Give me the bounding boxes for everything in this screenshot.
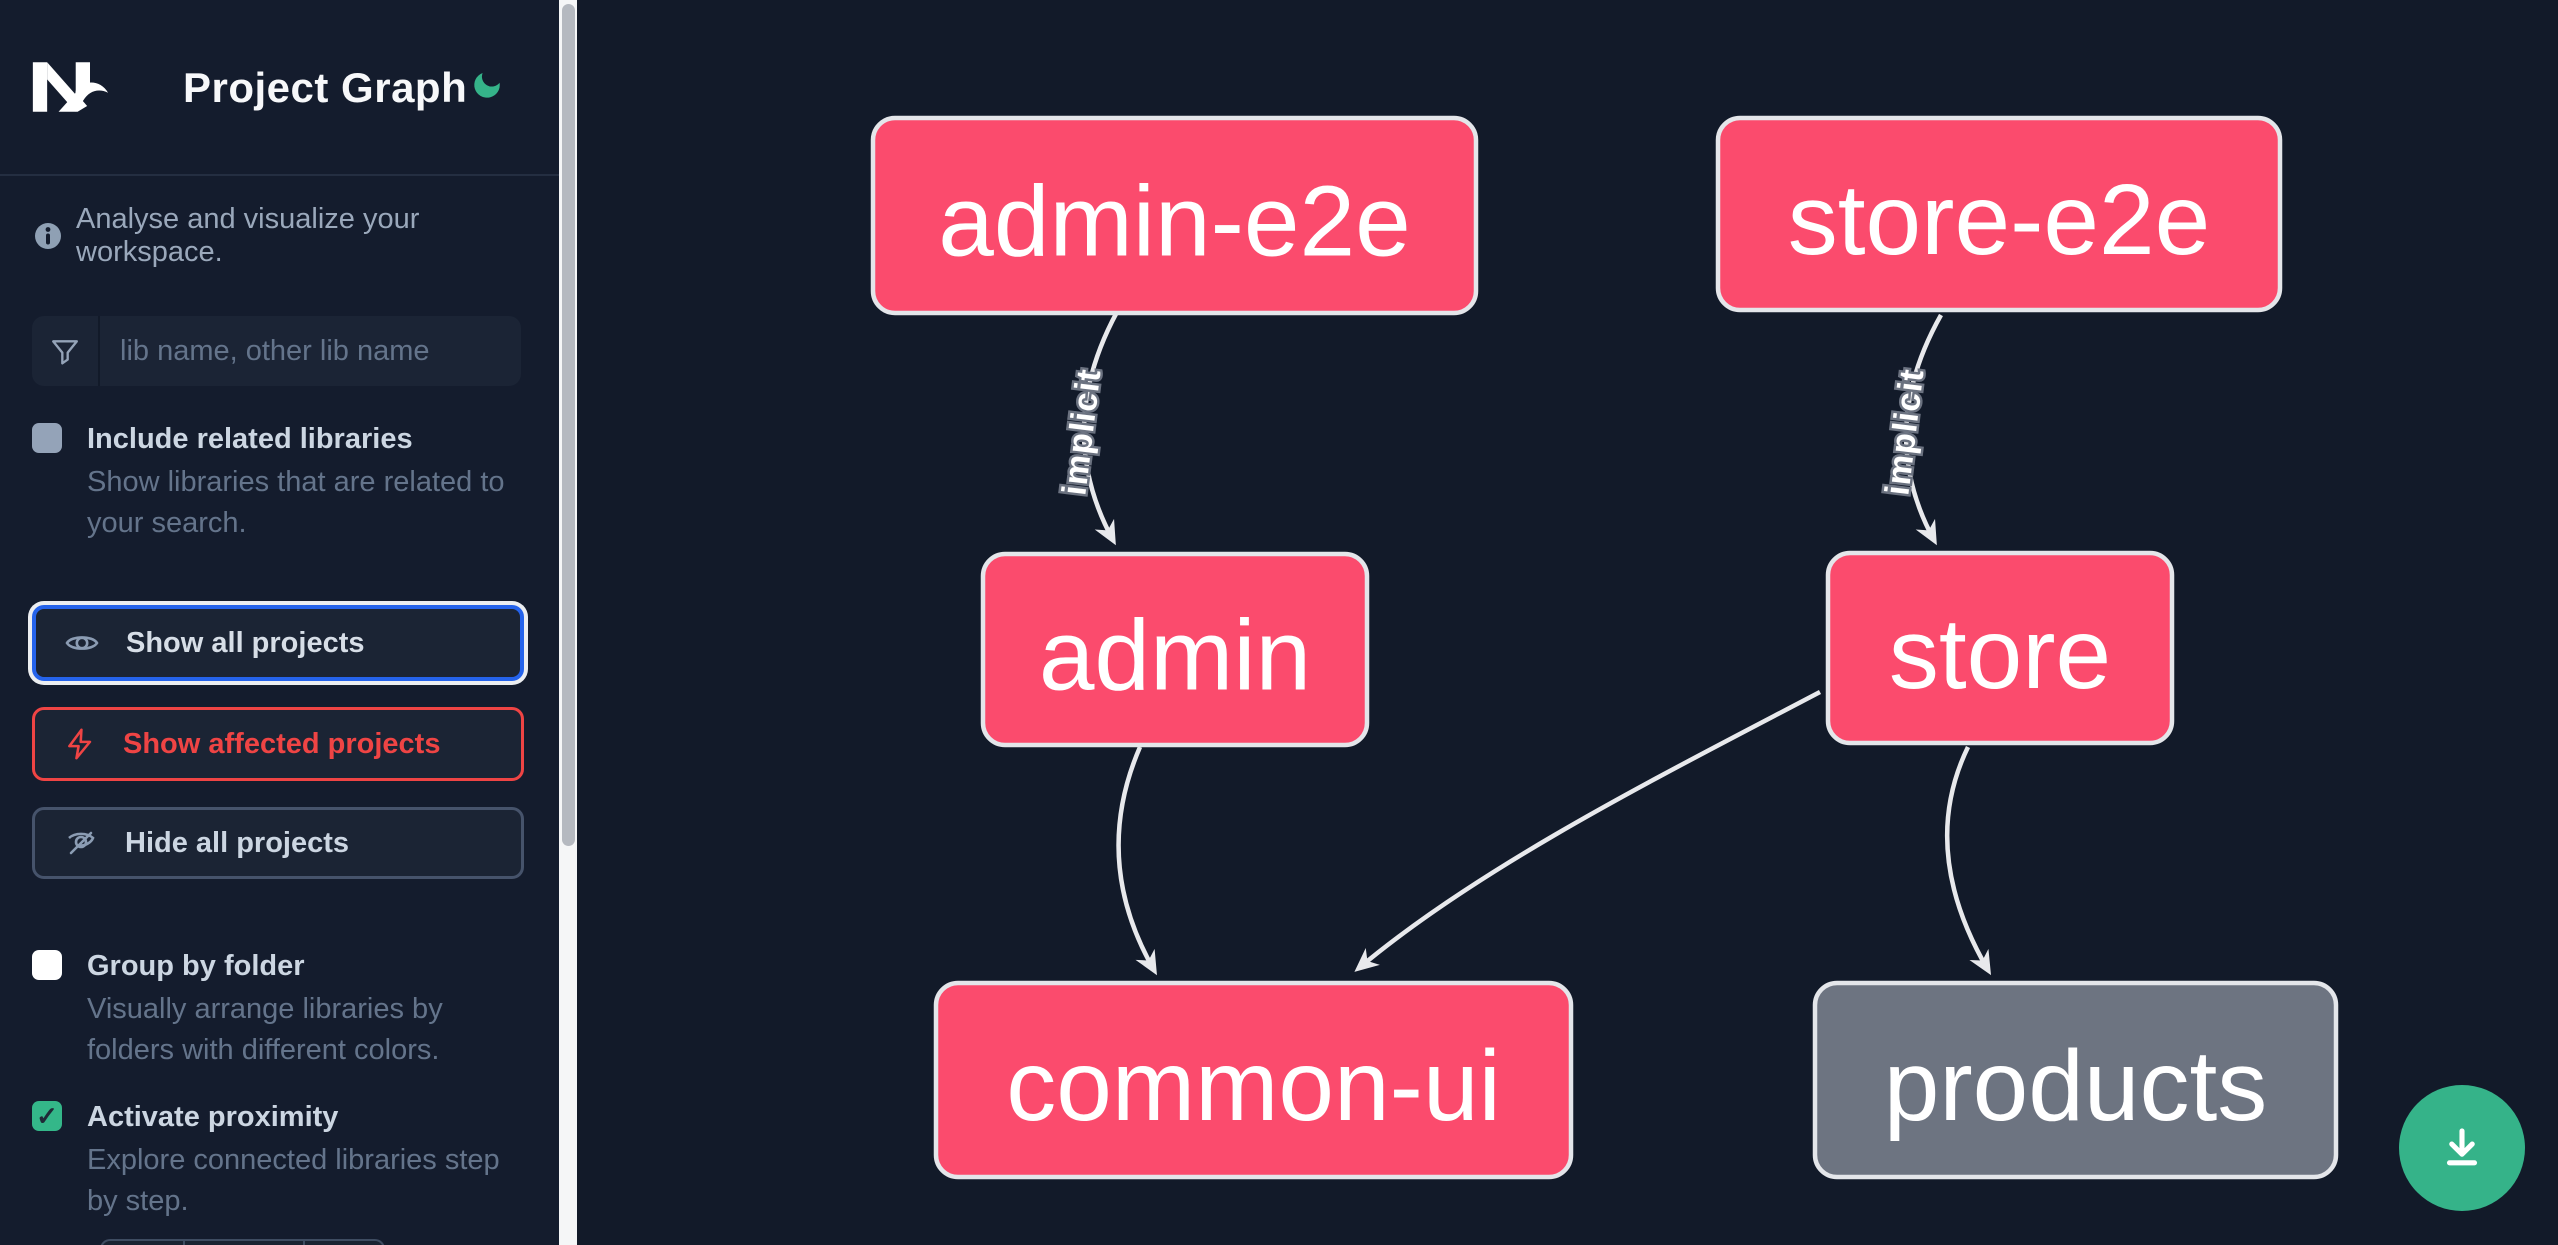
graph-canvas[interactable]: implicit implicit admin-e2e store-e2e admin s… [577,0,2558,1245]
edge-store-common-ui [1354,690,1822,972]
node-store-e2e[interactable]: store-e2e [1715,115,2283,313]
toggle-activate-proximity[interactable]: ✓ Activate proximity Explore connected l… [32,1098,524,1222]
sidebar: Project Graph Analyse and visualize your… [0,0,560,1245]
toggle-description: Visually arrange libraries by folders wi… [87,993,443,1066]
node-admin-e2e[interactable]: admin-e2e [870,115,1479,316]
toggle-label: Activate proximity [87,1101,339,1133]
eye-icon [65,636,99,650]
node-store[interactable]: store [1825,550,2175,746]
depth-decrement-segment[interactable] [102,1241,185,1245]
edge-store-e2e-store [1904,313,1943,546]
proximity-depth-control[interactable] [100,1239,385,1245]
edge-admin-common-ui [1116,746,1157,976]
download-graph-button[interactable] [2399,1085,2525,1211]
sidebar-header: Project Graph [0,0,560,176]
node-common-ui[interactable]: common-ui [933,980,1574,1180]
node-products[interactable]: products [1812,980,2339,1180]
sidebar-scrollbar-thumb[interactable] [562,4,575,846]
depth-value-segment [185,1241,305,1245]
bolt-icon [68,728,92,760]
toggle-description: Show libraries that are related to your … [87,466,505,539]
show-affected-projects-button[interactable]: Show affected projects [32,707,524,781]
node-admin[interactable]: admin [980,551,1370,748]
depth-increment-segment[interactable] [305,1241,383,1245]
download-icon [2446,1128,2478,1166]
page-title: Project Graph [183,64,468,111]
checkbox-include-related[interactable] [32,423,62,453]
node-label: store-e2e [1788,164,2210,276]
edge-admin-e2e-admin [1081,310,1119,546]
node-label: common-ui [1006,1030,1501,1142]
workspace-tagline: Analyse and visualize your workspace. [76,203,420,268]
checkbox-group-by-folder[interactable] [32,950,62,980]
toggle-description: Explore connected libraries step by step… [87,1144,500,1217]
nx-logo-icon [32,62,109,112]
toggle-label: Include related libraries [87,423,413,455]
button-label: Show affected projects [123,727,441,760]
edge-store-products [1944,746,1992,976]
header-divider [0,174,560,176]
button-label: Show all projects [126,626,365,659]
node-label: admin [1039,600,1311,712]
node-label: products [1884,1030,2268,1142]
eye-off-icon [68,831,95,855]
toggle-include-related[interactable]: Include related libraries Show libraries… [32,420,524,544]
show-all-projects-button[interactable]: Show all projects [32,605,524,681]
search-input[interactable] [100,318,521,384]
edge-label: implicit [1055,367,1108,498]
node-label: store [1889,598,2111,710]
toggle-label: Group by folder [87,950,305,982]
search-box [32,316,521,386]
workspace-tagline-row: Analyse and visualize your workspace. [34,203,524,269]
node-label: admin-e2e [938,166,1411,278]
toggle-group-by-folder[interactable]: Group by folder Visually arrange librari… [32,947,524,1071]
theme-moon-icon[interactable] [470,68,504,102]
info-icon [35,223,61,249]
graph-svg: implicit implicit admin-e2e store-e2e admin s… [870,115,2339,1180]
checkbox-activate-proximity[interactable]: ✓ [32,1101,62,1131]
hide-all-projects-button[interactable]: Hide all projects [32,807,524,879]
button-label: Hide all projects [125,826,350,859]
filter-funnel-icon [32,316,100,386]
edge-label: implicit [1878,367,1931,498]
